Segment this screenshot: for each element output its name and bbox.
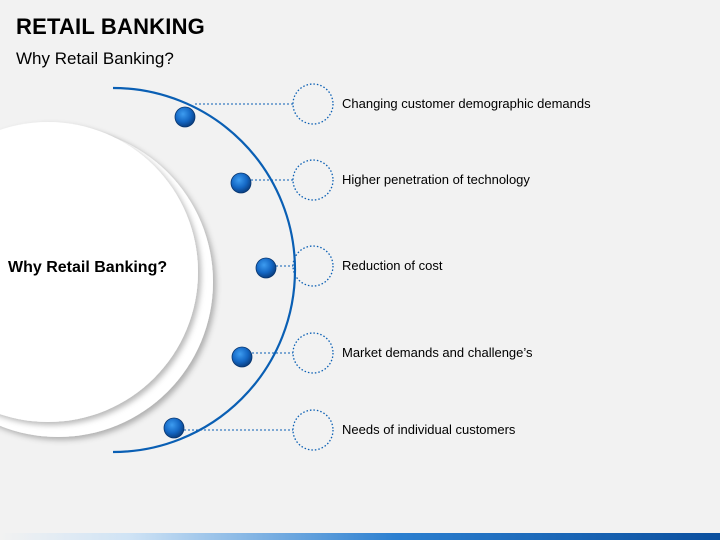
item-label-4: Market demands and challenge’s: [342, 345, 533, 360]
item-label-1: Changing customer demographic demands: [342, 96, 591, 111]
arc-node-3: [255, 257, 277, 279]
arc-node-2: [230, 172, 252, 194]
item-label-3: Reduction of cost: [342, 258, 443, 273]
item-ring-1: [292, 83, 334, 125]
outer-arc: [112, 86, 297, 454]
page-subtitle: Why Retail Banking?: [16, 49, 174, 68]
item-ring-4: [292, 332, 334, 374]
arc-node-1: [174, 106, 196, 128]
center-label: Why Retail Banking?: [8, 259, 168, 276]
item-ring-3: [292, 245, 334, 287]
item-ring-2: [292, 159, 334, 201]
bottom-accent-bar: [0, 533, 720, 540]
item-label-2: Higher penetration of technology: [342, 172, 530, 187]
item-ring-5: [292, 409, 334, 451]
center-circle-front: [0, 122, 198, 422]
item-label-5: Needs of individual customers: [342, 422, 516, 437]
page-title: RETAIL BANKING: [16, 14, 205, 39]
arc-node-4: [231, 346, 253, 368]
arc-node-5: [163, 417, 185, 439]
